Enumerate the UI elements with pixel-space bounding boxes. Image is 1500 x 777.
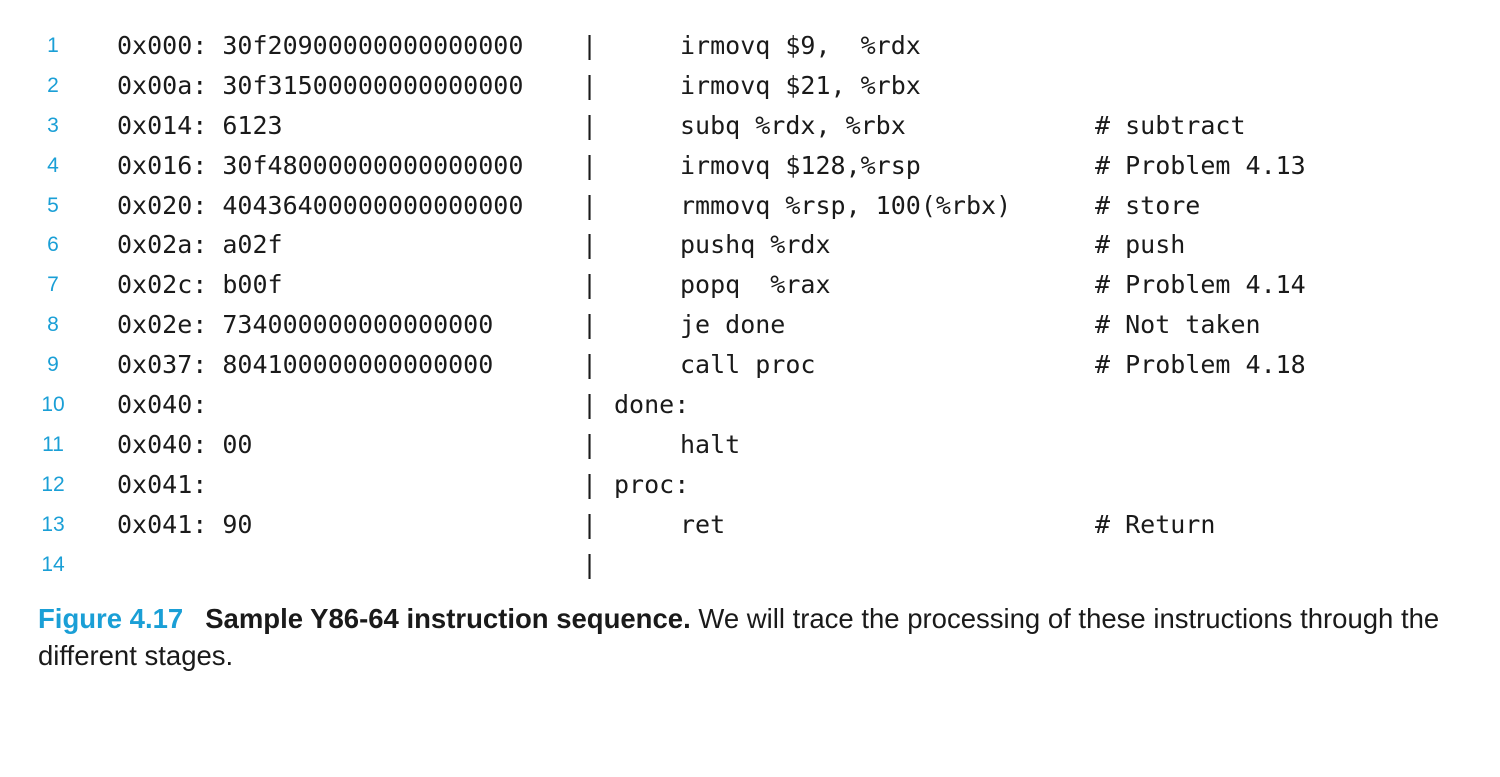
separator: | bbox=[582, 270, 598, 300]
comment: # Problem 4.13 bbox=[1095, 150, 1306, 180]
instruction: pushq %rdx bbox=[680, 230, 831, 260]
line-number: 11 bbox=[42, 432, 64, 456]
comment: # Problem 4.14 bbox=[1095, 270, 1306, 300]
line-number: 7 bbox=[47, 273, 59, 297]
object-code: 0x000: 30f20900000000000000 bbox=[117, 31, 524, 60]
comment: # store bbox=[1095, 190, 1201, 220]
line-number: 12 bbox=[41, 472, 65, 496]
instruction: je done bbox=[680, 310, 786, 340]
separator: | bbox=[582, 310, 598, 340]
figure-title: Sample Y86-64 instruction sequence. bbox=[205, 603, 691, 634]
separator: | bbox=[582, 70, 598, 100]
separator: | bbox=[582, 469, 598, 499]
code-line: 8 0x02e: 734000000000000000 | je done # … bbox=[0, 305, 1500, 345]
code-line: 11 0x040: 00 | halt bbox=[0, 425, 1500, 465]
separator: | bbox=[582, 509, 598, 539]
asm-label: proc: bbox=[614, 469, 690, 499]
code-line: 13 0x041: 90 | ret # Return bbox=[0, 505, 1500, 545]
line-number: 2 bbox=[47, 73, 59, 97]
line-number: 9 bbox=[47, 353, 59, 377]
separator: | bbox=[582, 549, 598, 579]
object-code: 0x037: 804100000000000000 bbox=[117, 350, 494, 380]
code-line: 10 0x040: | done: bbox=[0, 385, 1500, 425]
line-number: 13 bbox=[41, 512, 65, 536]
object-code: 0x040: bbox=[117, 390, 208, 420]
object-code: 0x016: 30f48000000000000000 bbox=[117, 150, 524, 180]
separator: | bbox=[582, 110, 598, 140]
instruction: irmovq $128,%rsp bbox=[680, 150, 921, 180]
separator: | bbox=[582, 390, 598, 420]
object-code: 0x020: 40436400000000000000 bbox=[117, 190, 524, 220]
comment: # Not taken bbox=[1095, 310, 1261, 340]
object-code: 0x014: 6123 bbox=[117, 110, 283, 140]
object-code: 0x02a: a02f bbox=[117, 230, 283, 260]
instruction: rmmovq %rsp, 100(%rbx) bbox=[680, 190, 1012, 220]
code-line: 9 0x037: 804100000000000000 | call proc … bbox=[0, 345, 1500, 385]
instruction: subq %rdx, %rbx bbox=[680, 110, 906, 140]
instruction: irmovq $21, %rbx bbox=[680, 70, 921, 100]
separator: | bbox=[582, 190, 598, 220]
code-line: 4 0x016: 30f48000000000000000 | irmovq $… bbox=[0, 146, 1500, 186]
figure-caption: Figure 4.17 Sample Y86-64 instruction seq… bbox=[38, 600, 1488, 674]
comment: # push bbox=[1095, 230, 1186, 260]
object-code: 0x040: 00 bbox=[117, 429, 253, 459]
code-line: 2 0x00a: 30f31500000000000000 | irmovq $… bbox=[0, 66, 1500, 106]
instruction: popq %rax bbox=[680, 270, 831, 300]
instruction: halt bbox=[680, 429, 741, 459]
instruction: irmovq $9, %rdx bbox=[680, 31, 921, 60]
separator: | bbox=[582, 429, 598, 459]
instruction: ret bbox=[680, 509, 726, 539]
code-line: 14 | bbox=[0, 545, 1500, 585]
code-line: 5 0x020: 40436400000000000000 | rmmovq %… bbox=[0, 186, 1500, 226]
separator: | bbox=[582, 230, 598, 260]
asm-label: done: bbox=[614, 390, 690, 420]
line-number: 6 bbox=[47, 233, 59, 257]
line-number: 1 bbox=[47, 34, 59, 57]
code-listing: 1 0x000: 30f20900000000000000 | irmovq $… bbox=[0, 26, 1500, 584]
separator: | bbox=[582, 31, 598, 60]
instruction: call proc bbox=[680, 350, 816, 380]
code-line: 7 0x02c: b00f | popq %rax # Problem 4.14 bbox=[0, 265, 1500, 305]
comment: # Return bbox=[1095, 509, 1216, 539]
object-code: 0x02c: b00f bbox=[117, 270, 283, 300]
line-number: 5 bbox=[47, 193, 59, 217]
comment: # Problem 4.18 bbox=[1095, 350, 1306, 380]
code-line: 6 0x02a: a02f | pushq %rdx # push bbox=[0, 225, 1500, 265]
figure-description: We will trace the processing of these in… bbox=[38, 603, 1440, 671]
object-code: 0x041: bbox=[117, 469, 208, 499]
comment: # subtract bbox=[1095, 110, 1246, 140]
code-line: 12 0x041: | proc: bbox=[0, 465, 1500, 505]
separator: | bbox=[582, 150, 598, 180]
object-code: 0x02e: 734000000000000000 bbox=[117, 310, 494, 340]
object-code: 0x041: 90 bbox=[117, 509, 253, 539]
separator: | bbox=[582, 350, 598, 380]
line-number: 3 bbox=[47, 113, 59, 137]
code-line: 1 0x000: 30f20900000000000000 | irmovq $… bbox=[0, 26, 1500, 66]
figure-number: Figure 4.17 bbox=[38, 603, 184, 634]
line-number: 14 bbox=[41, 552, 65, 576]
line-number: 8 bbox=[47, 313, 59, 337]
line-number: 10 bbox=[41, 393, 65, 417]
line-number: 4 bbox=[47, 153, 59, 177]
code-line: 3 0x014: 6123 | subq %rdx, %rbx # subtra… bbox=[0, 106, 1500, 146]
object-code: 0x00a: 30f31500000000000000 bbox=[117, 70, 524, 100]
